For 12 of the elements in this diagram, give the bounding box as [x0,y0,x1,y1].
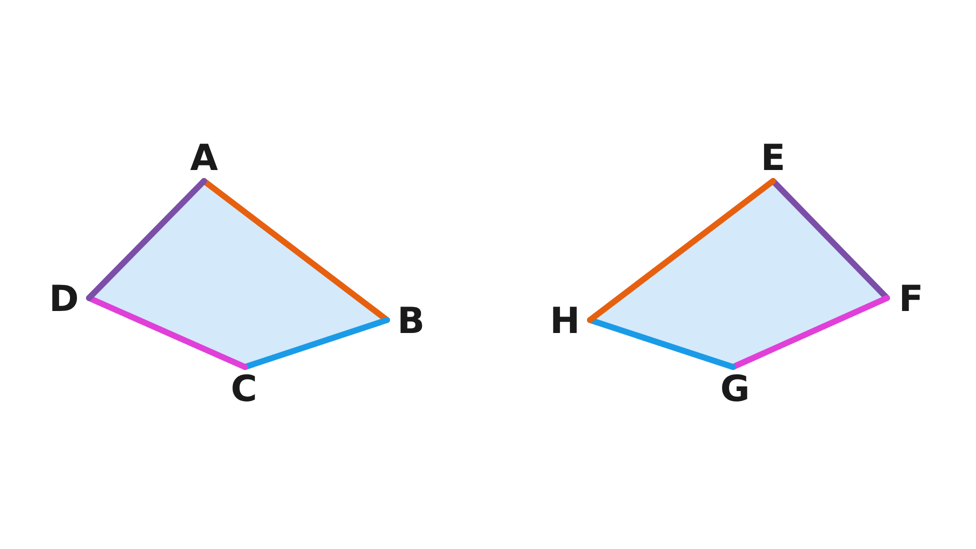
vertex-label: C [225,367,263,413]
vertex-label: E [755,137,791,181]
vertex-label: H [543,300,587,344]
side-line [730,295,890,370]
vertex-label: D [42,278,86,322]
side-line [587,178,776,323]
side-line [86,295,248,370]
vertex-label: F [889,278,933,322]
vertex-label: B [389,300,433,344]
side-line [86,178,207,301]
vertex-label: A [186,137,222,181]
vertex-label: G [715,367,755,413]
